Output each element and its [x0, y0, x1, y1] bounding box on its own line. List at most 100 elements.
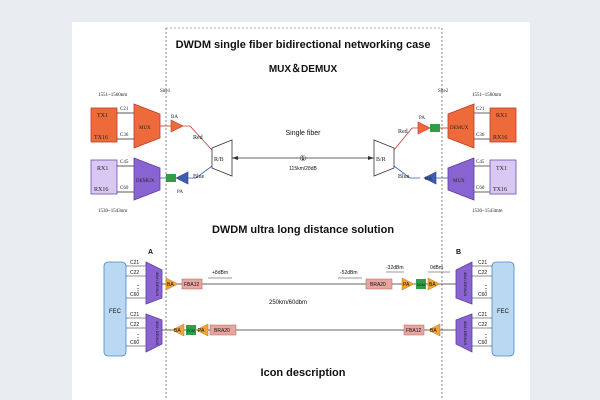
ch22-right-top: C22: [478, 270, 487, 276]
ba-left-label: BA: [171, 115, 178, 120]
ch60-right-bot: C60: [478, 340, 487, 346]
span-label: 250km/60dbm: [269, 300, 307, 306]
bra20-top-label: BRA20: [370, 282, 386, 288]
blue-left-label: Blue: [193, 174, 205, 180]
rx1-left-label: RX1: [97, 166, 108, 172]
ch22-left-top: C22: [130, 270, 139, 276]
dcm-top-right-label: DCM: [417, 283, 425, 287]
right-channels: [472, 265, 492, 347]
ba-amp-top-right: [427, 277, 441, 291]
icon-description-title: Icon description: [261, 367, 346, 379]
tx16-right-label: TX16: [493, 187, 507, 193]
mux-demux-title: MUX＆DEMUX: [269, 63, 338, 75]
ch-dots-right-bot: ⋮: [482, 333, 490, 342]
red-right-label: Red: [398, 129, 408, 135]
rx1-left-box: [90, 159, 118, 195]
demux40-right-label: 40ch DEMUX: [463, 272, 468, 297]
ch22-right-bot: C22: [478, 322, 487, 328]
fiber-circle-marker: ①: [299, 154, 306, 163]
ba-amp-left: [170, 119, 184, 133]
mux40-right: [455, 313, 473, 353]
rx1-right-box: [489, 107, 517, 143]
blue-path-left: [188, 165, 213, 179]
tx1-right-box: [489, 159, 517, 195]
demux40-right: [455, 261, 473, 305]
mux-left-label: MUX: [139, 126, 151, 131]
tx1-left-box: [90, 107, 118, 143]
tx1-left-label: TX1: [97, 113, 108, 119]
fec-right-label: FEC: [497, 309, 510, 315]
mux40-right-label: 40ch DEMUX: [463, 321, 468, 346]
long-distance-title: DWDM ultra long distance solution: [212, 224, 394, 236]
dcm-top-right: [416, 279, 426, 289]
red-path-left: [183, 125, 213, 151]
mux-right-label: MUX: [453, 179, 465, 184]
mux-right: [447, 157, 475, 201]
dcm-green-left: [166, 174, 176, 182]
ba-bottom-left-label: BA: [167, 282, 174, 288]
site1-label: Site1: [160, 89, 171, 94]
bra20-bottom: [209, 324, 237, 336]
range-bottom-left: 1530~1543nm: [98, 209, 127, 214]
c36-right: C36: [476, 133, 485, 138]
blue-path-right: [393, 165, 420, 179]
br-label: B/R: [376, 157, 386, 163]
c21-left: C21: [120, 107, 129, 112]
dcm-bottom-left-label: DCM: [187, 329, 195, 333]
fiber-loss-label: 115km/28dB: [289, 166, 317, 172]
fiber-arrow-left: [232, 156, 238, 160]
demux-right-label: DEMUX: [450, 126, 469, 131]
ch60-left-top: C60: [130, 292, 139, 298]
ch21-right-top: C21: [478, 260, 487, 266]
rx16-left-label: RX16: [94, 187, 108, 193]
dcm-green-right: [430, 124, 440, 132]
tx16-left-label: TX16: [94, 135, 108, 141]
ch-dots-left-top: ⋮: [134, 284, 142, 293]
ba-right-label: BA: [425, 177, 432, 182]
single-fiber-label: Single fiber: [285, 130, 321, 137]
range-bottom-right: 1530~1543mm: [472, 209, 503, 214]
pa-left-label: PA: [177, 190, 183, 195]
demux-left: [133, 157, 161, 201]
mux40-left: [145, 261, 163, 305]
red-left-label: Red: [193, 135, 203, 141]
ba-top-right-label: BA: [429, 282, 436, 288]
rb-filter: [211, 139, 233, 177]
left-channels-top: [126, 265, 146, 347]
pa-amp-bottom-left: [195, 323, 209, 337]
c21-right: C21: [476, 107, 485, 112]
ch-dots-right-top: ⋮: [482, 284, 490, 293]
demux40-left: [145, 313, 163, 353]
plus8-label: +8dBm: [212, 270, 228, 276]
c60-right: C60: [476, 186, 485, 191]
c45-right: C45: [476, 160, 485, 165]
site2-label: Site2: [438, 89, 449, 94]
rx16-right-label: RX16: [493, 135, 507, 141]
range-top-left: 1551~1560nm: [98, 93, 127, 98]
minus52-label: -52dBm: [340, 270, 358, 276]
fec-left: [103, 261, 127, 357]
bra20-bottom-label: BRA20: [214, 328, 230, 334]
fec-left-label: FEC: [109, 309, 122, 315]
mux40-left-label: 40ch DEMUX: [155, 272, 160, 297]
ch21-right-bot: C21: [478, 312, 487, 318]
tx1-right-label: TX1: [496, 166, 507, 172]
fba12-top-left-label: FBA12: [184, 282, 200, 288]
ch21-left-top: C21: [130, 260, 139, 266]
dcm-bottom-left: [186, 325, 196, 335]
blue-right-label: Blue: [398, 174, 410, 180]
label-a: A: [148, 249, 153, 256]
ch-dots-left-bot: ⋮: [134, 333, 142, 342]
zero-label: 0dBm: [430, 265, 443, 271]
ch22-left-bot: C22: [130, 322, 139, 328]
pa-amp-right: [417, 121, 431, 135]
bra20-top: [365, 278, 393, 290]
c45-left: C45: [120, 160, 129, 165]
pa-amp-top-right: [401, 277, 415, 291]
fba12-bottom-right: [403, 324, 425, 336]
demux-left-label: DEMUX: [136, 179, 155, 184]
c36-left: C36: [120, 133, 129, 138]
rb-label: R/B: [214, 157, 224, 163]
